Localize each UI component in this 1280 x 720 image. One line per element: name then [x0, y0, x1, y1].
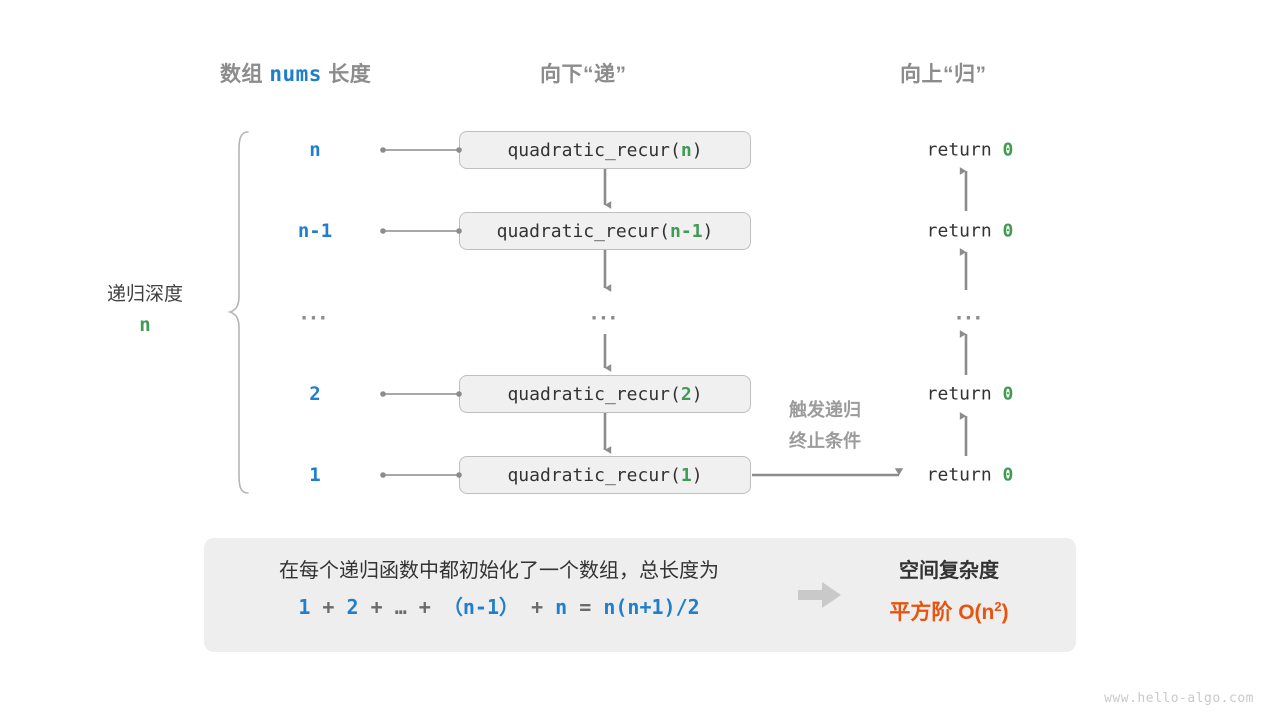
- summary-panel: 在每个递归函数中都初始化了一个数组，总长度为 1 + 2 + … + （n-1）…: [204, 538, 1076, 652]
- summary-right-block: 空间复杂度 平方阶 O(n2): [844, 554, 1054, 632]
- return-label-row-0: return 0: [880, 140, 1060, 161]
- formula-op-1: +: [322, 595, 335, 619]
- call-paren-close-row-0: ): [691, 139, 703, 161]
- summary-formula: 1 + 2 + … + （n-1） + n = n(n+1)/2: [234, 588, 764, 626]
- size-connector-row-4: [380, 472, 462, 478]
- termination-condition-note: 触发递归 终止条件: [760, 395, 890, 457]
- formula-op-3: +: [418, 595, 431, 619]
- summary-implies-arrow: [798, 582, 841, 608]
- return-value-row-3: 0: [1002, 383, 1014, 405]
- formula-op-4: +: [531, 595, 544, 619]
- formula-op-2: +: [370, 595, 383, 619]
- recursion-depth-text: 递归深度: [106, 284, 183, 305]
- array-size-label-row-4: 1: [309, 464, 321, 486]
- termination-note-line2: 终止条件: [789, 431, 861, 451]
- return-keyword-row-4: return: [926, 464, 992, 486]
- call-paren-open-row-0: (: [670, 139, 681, 161]
- recursion-depth-brace: [227, 131, 249, 494]
- complexity-exponent: 2: [994, 599, 1002, 614]
- formula-term-6: n(n+1)/2: [603, 595, 700, 619]
- call-box-row-1[interactable]: quadratic_recur(n-1): [459, 212, 751, 250]
- summary-description: 在每个递归函数中都初始化了一个数组，总长度为: [279, 560, 719, 582]
- call-name-row-0: quadratic_recur: [507, 139, 671, 161]
- call-arg-row-3: 2: [680, 383, 692, 405]
- call-name-row-3: quadratic_recur: [507, 383, 671, 405]
- formula-op-5: =: [579, 595, 592, 619]
- return-label-row-2-ellipsis: ...: [955, 298, 985, 325]
- site-watermark: www.hello-algo.com: [1104, 691, 1254, 706]
- space-complexity-value: 平方阶 O(n2): [844, 588, 1054, 632]
- return-keyword-row-1: return: [926, 220, 992, 242]
- termination-note-line1: 触发递归: [789, 400, 861, 420]
- formula-term-3-ellipsis: …: [394, 595, 407, 619]
- call-name-row-1: quadratic_recur: [496, 220, 660, 242]
- column-header-ascend: 向上“归”: [900, 63, 987, 86]
- size-connector-row-1: [380, 228, 462, 234]
- call-paren-open-row-3: (: [670, 383, 681, 405]
- call-paren-close-row-4: ): [691, 464, 703, 486]
- complexity-paren-close: ): [1001, 601, 1009, 624]
- complexity-prefix: 平方阶: [889, 601, 953, 624]
- formula-term-2: 2: [346, 595, 359, 619]
- array-size-label-row-3: 2: [309, 383, 321, 405]
- return-value-row-1: 0: [1002, 220, 1014, 242]
- call-arg-row-4: 1: [680, 464, 692, 486]
- call-box-row-3[interactable]: quadratic_recur(2): [459, 375, 751, 413]
- array-size-label-row-2-ellipsis: ...: [300, 298, 330, 325]
- call-paren-close-row-1: ): [702, 220, 714, 242]
- call-paren-close-row-3: ): [691, 383, 703, 405]
- call-arg-row-0: n: [680, 139, 692, 161]
- return-keyword-row-3: return: [926, 383, 992, 405]
- call-box-row-2-ellipsis: ...: [590, 298, 620, 325]
- call-paren-open-row-1: (: [659, 220, 671, 242]
- call-name-row-4: quadratic_recur: [507, 464, 671, 486]
- return-keyword-row-0: return: [926, 139, 992, 161]
- formula-term-4: （n-1）: [442, 595, 520, 619]
- recursion-depth-label: 递归深度 n: [90, 280, 200, 340]
- call-paren-open-row-4: (: [670, 464, 681, 486]
- call-arg-row-1: n-1: [670, 220, 703, 242]
- size-connector-row-3: [380, 391, 462, 397]
- column-header-descend: 向下“递”: [540, 63, 627, 86]
- array-size-label-row-1: n-1: [297, 220, 333, 242]
- complexity-notation: O(n: [958, 601, 995, 624]
- header-array-suffix: 长度: [328, 63, 372, 86]
- return-value-row-4: 0: [1002, 464, 1014, 486]
- return-label-row-3: return 0: [880, 384, 1060, 405]
- recursion-depth-value: n: [139, 314, 151, 336]
- call-box-row-4[interactable]: quadratic_recur(1): [459, 456, 751, 494]
- return-label-row-4: return 0: [880, 465, 1060, 486]
- return-value-row-0: 0: [1002, 139, 1014, 161]
- formula-term-1: 1: [298, 595, 311, 619]
- space-complexity-title: 空间复杂度: [899, 560, 999, 582]
- summary-left-block: 在每个递归函数中都初始化了一个数组，总长度为 1 + 2 + … + （n-1）…: [234, 554, 764, 626]
- size-connector-row-0: [380, 147, 462, 153]
- return-label-row-1: return 0: [880, 221, 1060, 242]
- call-box-row-0[interactable]: quadratic_recur(n): [459, 131, 751, 169]
- header-array-prefix: 数组: [220, 63, 263, 86]
- column-header-array-length: 数组 nums 长度: [220, 58, 371, 88]
- formula-term-5: n: [555, 595, 568, 619]
- array-size-label-row-0: n: [309, 139, 321, 161]
- header-array-var: nums: [269, 62, 322, 86]
